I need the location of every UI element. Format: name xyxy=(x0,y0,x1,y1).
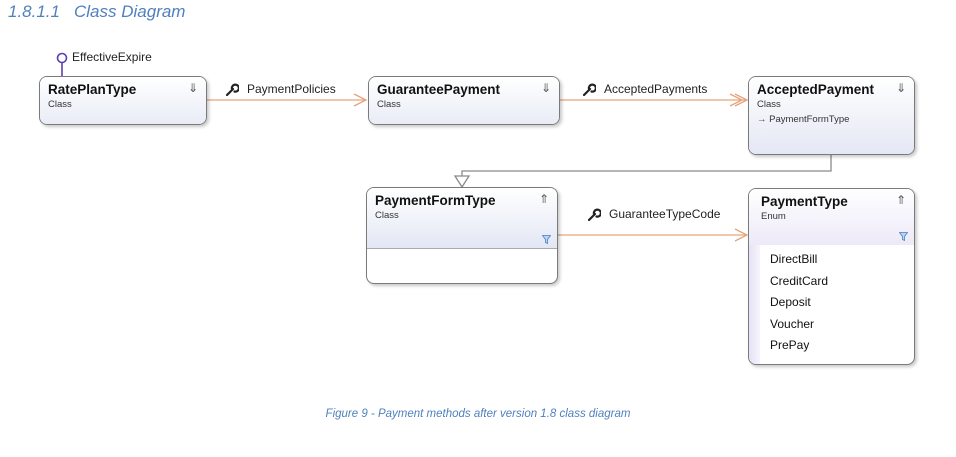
enum-kind: Enum xyxy=(761,211,786,222)
enum-name: PaymentType xyxy=(761,194,848,209)
section-number: 1.8.1.1 xyxy=(8,2,60,21)
association-label: GuaranteeTypeCode xyxy=(588,207,720,221)
class-box-guaranteepayment[interactable]: GuaranteePayment Class ⇓ xyxy=(368,76,560,125)
association-label: AcceptedPayments xyxy=(583,82,707,96)
class-name: GuaranteePayment xyxy=(377,82,501,97)
base-class-row: → PaymentFormType xyxy=(757,114,906,125)
class-name: RatePlanType xyxy=(48,82,137,97)
enum-header: PaymentType Enum ⇑ xyxy=(749,189,914,245)
association-name: AcceptedPayments xyxy=(604,82,708,96)
class-kind: Class xyxy=(375,210,399,221)
filter-icon[interactable] xyxy=(899,232,908,241)
section-title: Class Diagram xyxy=(74,2,186,21)
base-class-name: PaymentFormType xyxy=(769,114,850,125)
inheritance-connector[interactable] xyxy=(453,155,832,189)
class-header: PaymentFormType Class ⇑ xyxy=(367,188,557,249)
wrench-icon xyxy=(226,83,239,96)
inheritance-arrow-icon: → xyxy=(757,114,767,125)
expand-chevron-icon[interactable]: ⇓ xyxy=(895,81,906,95)
collapse-chevron-icon[interactable]: ⇑ xyxy=(538,192,549,206)
lollipop-interface-icon xyxy=(56,52,68,76)
expand-chevron-icon[interactable]: ⇓ xyxy=(540,81,551,95)
enum-value: Deposit xyxy=(770,295,811,309)
association-connector[interactable] xyxy=(560,93,749,107)
class-header: AcceptedPayment Class → PaymentFormType … xyxy=(749,77,914,154)
collapse-chevron-icon[interactable]: ⇑ xyxy=(895,193,906,207)
enum-value: DirectBill xyxy=(770,252,818,266)
filter-icon[interactable] xyxy=(542,235,551,244)
figure-caption: Figure 9 - Payment methods after version… xyxy=(325,408,631,420)
expand-chevron-icon[interactable]: ⇓ xyxy=(187,81,198,95)
class-header: GuaranteePayment Class ⇓ xyxy=(369,77,559,124)
association-connector[interactable] xyxy=(557,228,749,242)
class-name: PaymentFormType xyxy=(375,193,496,208)
wrench-icon xyxy=(588,208,601,221)
association-connector[interactable] xyxy=(207,93,368,107)
enum-value: Voucher xyxy=(770,316,815,331)
class-header: RatePlanType Class ⇓ xyxy=(40,77,206,124)
association-name: GuaranteeTypeCode xyxy=(609,207,721,221)
association-label: PaymentPolicies xyxy=(226,82,336,96)
enum-side-bar xyxy=(749,189,760,364)
enum-value: PrePay xyxy=(770,338,810,352)
section-heading: 1.8.1.1 Class Diagram xyxy=(8,2,185,22)
enum-value: CreditCard xyxy=(770,273,829,288)
class-name: AcceptedPayment xyxy=(757,82,875,97)
enum-box-paymenttype[interactable]: PaymentType Enum ⇑ DirectBill CreditCard… xyxy=(748,188,915,365)
class-box-paymentformtype[interactable]: PaymentFormType Class ⇑ xyxy=(366,187,558,284)
association-name: PaymentPolicies xyxy=(247,82,336,96)
interface-name: EffectiveExpire xyxy=(72,50,152,64)
class-box-acceptedpayment[interactable]: AcceptedPayment Class → PaymentFormType … xyxy=(748,76,915,155)
wrench-icon xyxy=(583,83,596,96)
class-box-rateplantype[interactable]: RatePlanType Class ⇓ xyxy=(39,76,207,125)
enum-values: DirectBill CreditCard Deposit Voucher Pr… xyxy=(749,245,914,357)
class-kind: Class xyxy=(757,99,781,110)
class-kind: Class xyxy=(377,99,401,110)
class-kind: Class xyxy=(48,99,72,110)
interface-label: EffectiveExpire xyxy=(72,50,152,64)
